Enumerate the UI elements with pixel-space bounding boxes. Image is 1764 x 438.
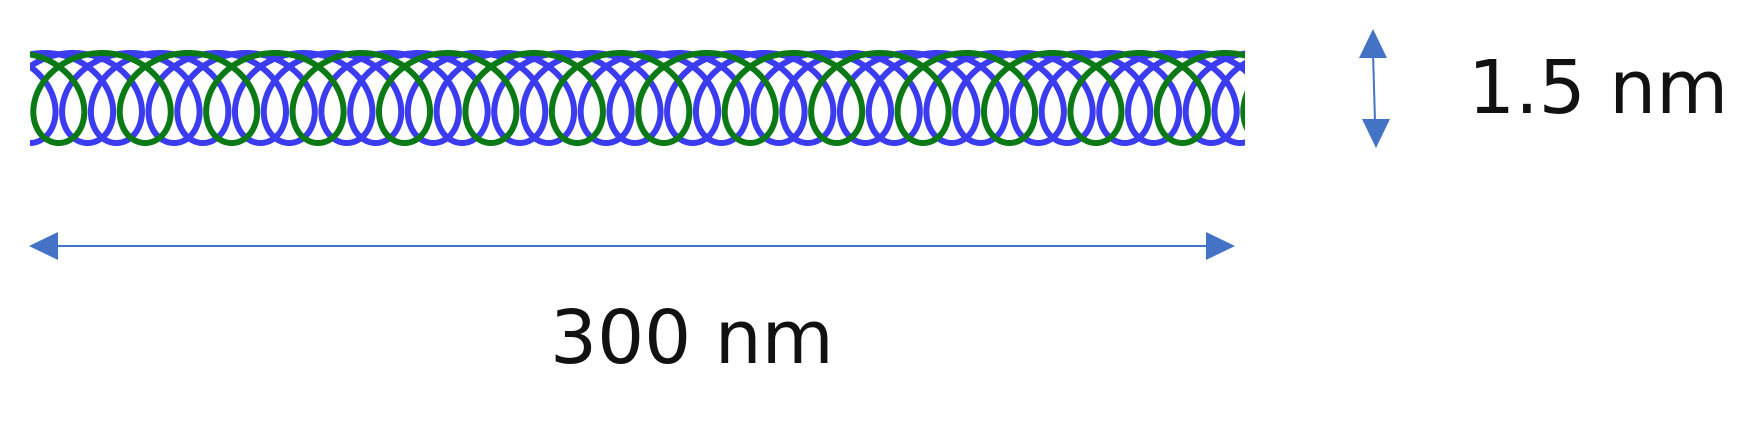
helix-strand-blue-1 <box>30 49 1245 147</box>
length-arrow-head-right <box>1206 232 1235 260</box>
diameter-label: 1.5 nm <box>1468 45 1728 131</box>
diameter-arrow <box>1359 29 1390 148</box>
diameter-arrow-shaft <box>1372 51 1376 123</box>
length-label: 300 nm <box>550 295 834 381</box>
helix-strand-green <box>30 49 1245 147</box>
triple-helix <box>30 49 1245 147</box>
diameter-arrow-head-bottom <box>1362 119 1390 148</box>
length-arrow-head-left <box>29 232 58 260</box>
helix-strand-blue-2 <box>30 49 1245 147</box>
length-arrow <box>29 232 1235 260</box>
diameter-arrow-head-top <box>1359 29 1387 58</box>
